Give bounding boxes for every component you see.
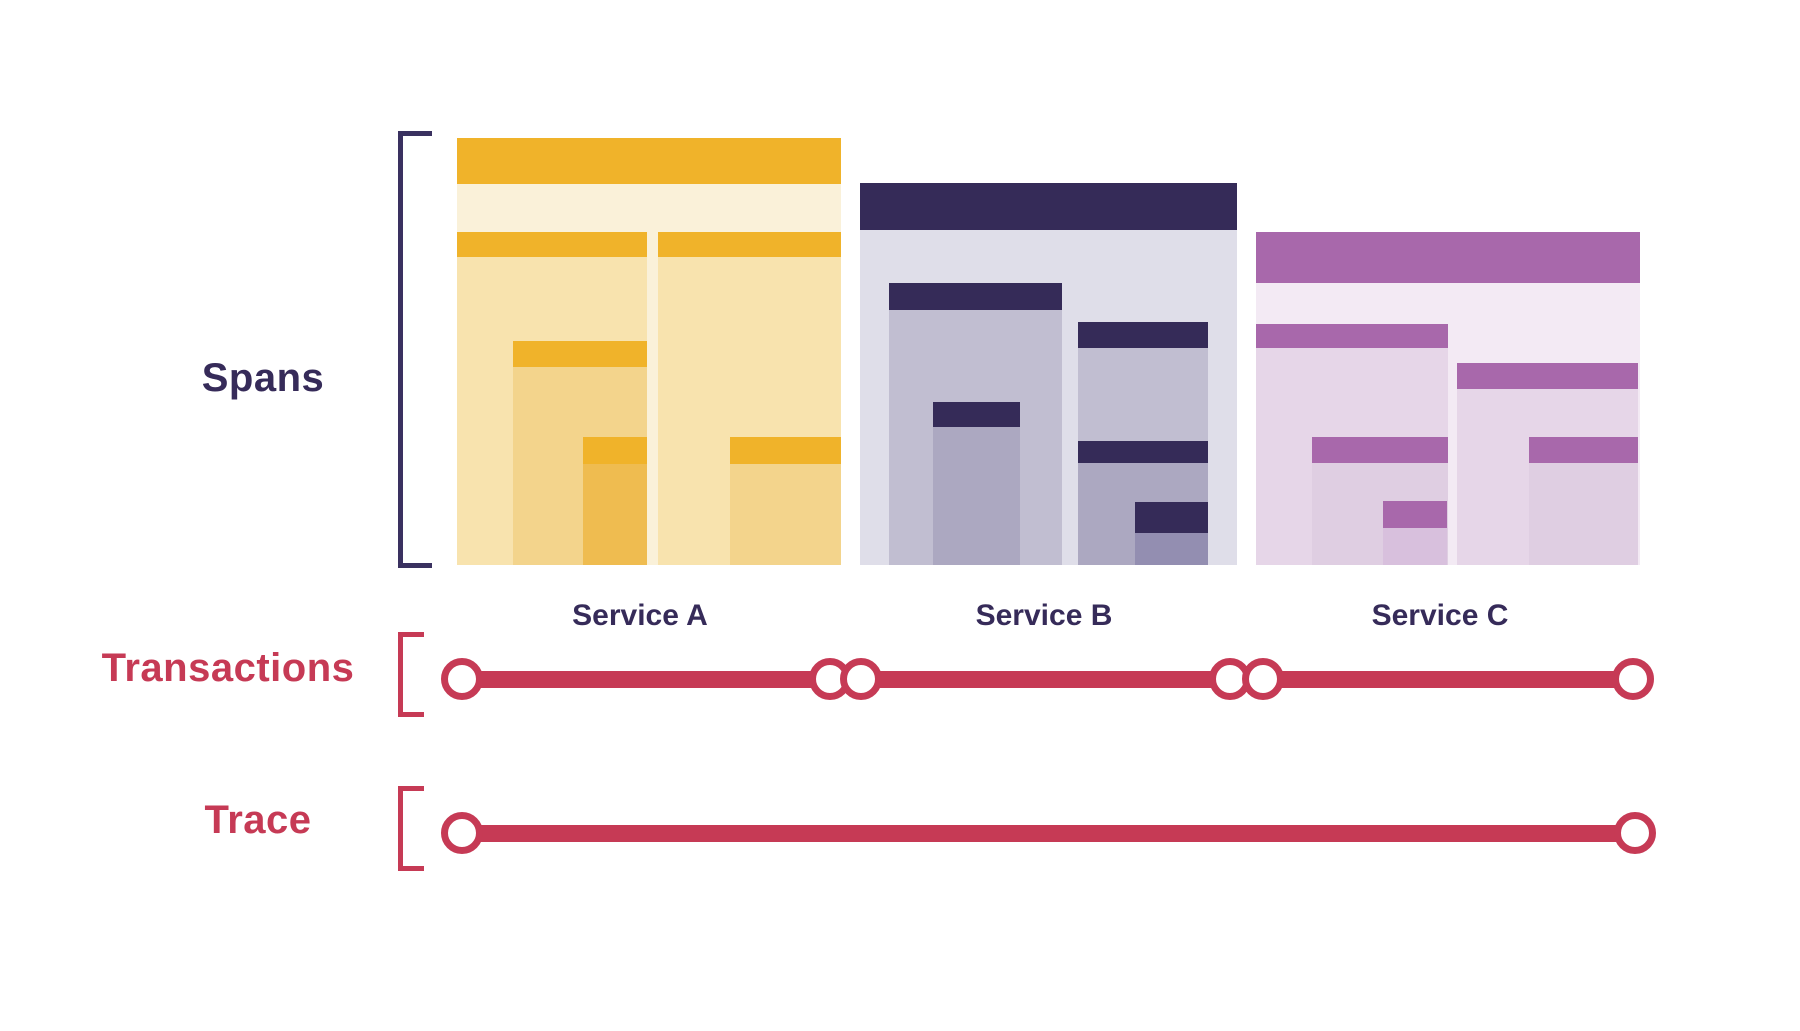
span-header-service-c-3 xyxy=(1312,437,1448,463)
transactions-endpoint-1-start xyxy=(840,658,882,700)
trace-endpoint-0-end xyxy=(1614,812,1656,854)
trace-bracket-stem xyxy=(398,786,403,871)
span-header-service-a-0 xyxy=(457,138,841,184)
transactions-bracket-foot-bottom xyxy=(398,712,424,717)
span-block-service-c-depth2-4 xyxy=(1529,437,1638,565)
service-label-service-a: Service A xyxy=(572,599,708,632)
trace-line-0 xyxy=(462,824,1635,842)
transactions-line-0 xyxy=(462,670,830,688)
span-header-service-a-2 xyxy=(658,232,841,257)
transactions-bracket xyxy=(398,632,424,717)
spans-bracket xyxy=(398,131,432,568)
span-header-service-c-5 xyxy=(1383,501,1447,528)
span-header-service-a-3 xyxy=(513,341,647,367)
spans-bracket-foot-bottom xyxy=(398,563,432,568)
trace-bracket-foot-bottom xyxy=(398,866,424,871)
span-header-service-a-4 xyxy=(730,437,841,464)
span-block-service-c-depth3-5 xyxy=(1383,501,1447,565)
transactions-label: Transactions xyxy=(101,646,355,690)
span-header-service-b-4 xyxy=(1078,441,1208,463)
transactions-line-2 xyxy=(1263,670,1633,688)
span-header-service-b-2 xyxy=(1078,322,1208,348)
service-label-service-c: Service C xyxy=(1371,599,1509,632)
span-block-service-b-depth3-5 xyxy=(1135,502,1208,565)
spans-label: Spans xyxy=(201,356,325,400)
transactions-line-1 xyxy=(861,670,1230,688)
spans-bracket-stem xyxy=(398,131,403,568)
transactions-bracket-stem xyxy=(398,632,403,717)
span-header-service-b-1 xyxy=(889,283,1062,310)
trace-bracket xyxy=(398,786,424,871)
span-body-service-b-3 xyxy=(933,427,1020,565)
span-body-service-c-5 xyxy=(1383,528,1447,565)
spans-bracket-foot-top xyxy=(398,131,432,136)
span-body-service-c-4 xyxy=(1529,463,1638,565)
span-block-service-b-depth2-3 xyxy=(933,402,1020,565)
transactions-bracket-foot-top xyxy=(398,632,424,637)
span-block-service-a-depth3-5 xyxy=(583,437,647,565)
transactions-endpoint-2-end xyxy=(1612,658,1654,700)
trace-bracket-foot-top xyxy=(398,786,424,791)
span-header-service-c-1 xyxy=(1256,324,1448,348)
span-header-service-a-1 xyxy=(457,232,647,257)
span-header-service-c-0 xyxy=(1256,232,1640,283)
span-header-service-b-3 xyxy=(933,402,1020,427)
trace-label: Trace xyxy=(204,798,312,842)
transactions-endpoint-2-start xyxy=(1242,658,1284,700)
service-label-service-b: Service B xyxy=(975,599,1113,632)
span-block-service-a-depth2-4 xyxy=(730,437,841,565)
span-header-service-b-0 xyxy=(860,183,1237,230)
span-body-service-a-4 xyxy=(730,464,841,565)
transactions-endpoint-0-start xyxy=(441,658,483,700)
span-body-service-b-5 xyxy=(1135,533,1208,565)
trace-endpoint-0-start xyxy=(441,812,483,854)
span-header-service-b-5 xyxy=(1135,502,1208,533)
span-header-service-c-2 xyxy=(1457,363,1638,389)
span-body-service-a-5 xyxy=(583,464,647,565)
span-header-service-c-4 xyxy=(1529,437,1638,463)
span-header-service-a-5 xyxy=(583,437,647,464)
